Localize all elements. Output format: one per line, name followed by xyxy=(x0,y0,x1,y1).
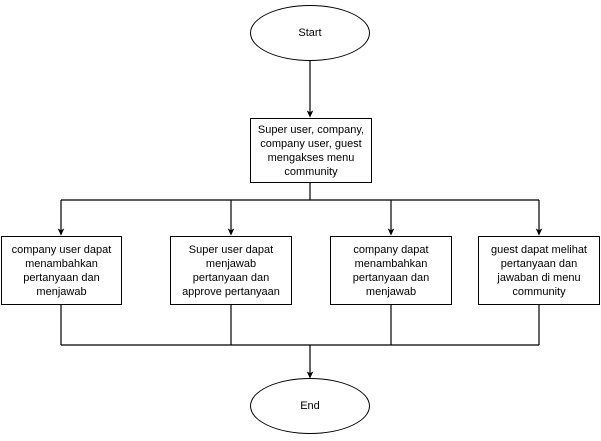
node-branch1-label: company user dapat menambahkan pertanyaa… xyxy=(11,243,112,298)
node-access-community-menu[interactable]: Super user, company, company user, guest… xyxy=(250,118,372,183)
node-branch3-label: company dapat menambahkan pertanyaan dan… xyxy=(352,243,430,298)
node-branch2-label: Super user dapat menjawab pertanyaan dan… xyxy=(182,243,280,298)
node-start[interactable]: Start xyxy=(250,5,370,61)
node-branch4-label: guest dapat melihat pertanyaan dan jawab… xyxy=(490,243,587,298)
node-company-actions[interactable]: company dapat menambahkan pertanyaan dan… xyxy=(330,236,452,305)
node-company-user-actions[interactable]: company user dapat menambahkan pertanyaa… xyxy=(1,236,122,305)
node-end-label: End xyxy=(300,400,320,412)
node-start-label: Start xyxy=(298,27,322,39)
node-super-user-actions[interactable]: Super user dapat menjawab pertanyaan dan… xyxy=(170,236,292,305)
node-end[interactable]: End xyxy=(250,378,370,434)
node-access-label: Super user, company, company user, guest… xyxy=(257,123,365,178)
node-guest-actions[interactable]: guest dapat melihat pertanyaan dan jawab… xyxy=(478,236,600,305)
